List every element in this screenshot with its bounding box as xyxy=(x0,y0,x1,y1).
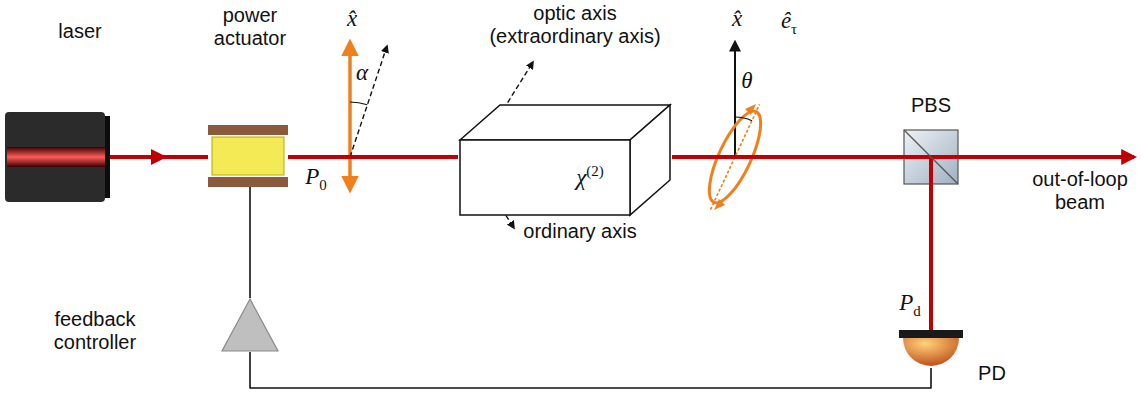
nonlinear-crystal: χ(2) xyxy=(458,103,672,217)
superscript: (2) xyxy=(586,163,604,179)
symbol: χ xyxy=(576,165,586,190)
symbol: ê xyxy=(781,8,791,33)
out-of-loop-beam xyxy=(959,155,1134,159)
subscript: 0 xyxy=(319,177,327,193)
axis-label: x̂ xyxy=(347,6,357,32)
beam-label: out-of-loop beam xyxy=(1020,168,1140,214)
crystal-face xyxy=(630,105,670,215)
beam xyxy=(929,157,933,185)
polarization-arrow xyxy=(348,42,352,190)
splitting-plane xyxy=(904,130,958,184)
subscript: d xyxy=(913,303,921,319)
symbol: P xyxy=(305,164,319,189)
diode-window xyxy=(899,330,963,338)
actuator-crystal xyxy=(212,137,284,175)
angle-label: θ xyxy=(741,68,752,94)
node-shape xyxy=(458,103,672,217)
node-label: feedback controller xyxy=(35,308,155,354)
photodiode: PD xyxy=(899,330,963,368)
beam-splitter: PBS xyxy=(903,129,959,185)
angle-label: α xyxy=(356,60,368,86)
laser-beam xyxy=(929,185,933,330)
axis-caption: optic axis (extraordinary axis) xyxy=(475,2,675,48)
signal-wire xyxy=(249,187,251,298)
laser-face xyxy=(105,116,110,198)
laser-body xyxy=(5,112,105,202)
laser-beam xyxy=(288,155,458,159)
node-label: PD xyxy=(978,362,1006,385)
angle-arc xyxy=(735,117,752,121)
amplifier-triangle xyxy=(222,299,278,351)
ellipse-arrowhead xyxy=(714,199,725,210)
diode-dome xyxy=(903,338,959,366)
laser-beam xyxy=(110,155,208,159)
x-axis-arrow xyxy=(734,42,736,157)
crystal-axis-line xyxy=(350,46,387,157)
node-shape xyxy=(220,298,280,352)
electrode-plate xyxy=(208,125,288,135)
symbol: P xyxy=(899,290,913,315)
node-shape xyxy=(5,112,110,202)
node-label: PBS xyxy=(911,94,951,117)
node-label: χ(2) xyxy=(576,163,604,191)
node-label: power actuator xyxy=(194,4,306,50)
axis-label: x̂ xyxy=(732,6,742,32)
node-shape xyxy=(899,330,963,368)
electrode-plate xyxy=(208,177,288,187)
laser-source: laser xyxy=(5,112,110,202)
feedback-controller: feedback controller xyxy=(220,298,280,352)
power-actuator: power actuator xyxy=(208,125,288,187)
laser-glow xyxy=(7,147,105,167)
polarization-label: êτ xyxy=(781,8,797,38)
signal-wire xyxy=(250,352,931,388)
cube-body xyxy=(904,130,958,184)
node-shape xyxy=(903,129,959,185)
angle-arc xyxy=(350,102,367,105)
node-label: laser xyxy=(58,20,101,43)
crystal-face xyxy=(460,140,630,215)
laser-beam xyxy=(672,155,903,159)
node-shape xyxy=(208,125,288,187)
axis-caption: ordinary axis xyxy=(523,220,636,243)
power-label: Pd xyxy=(899,290,921,320)
ellipse-arrowhead xyxy=(745,104,756,115)
subscript: τ xyxy=(791,21,797,37)
power-label: P0 xyxy=(305,164,327,194)
